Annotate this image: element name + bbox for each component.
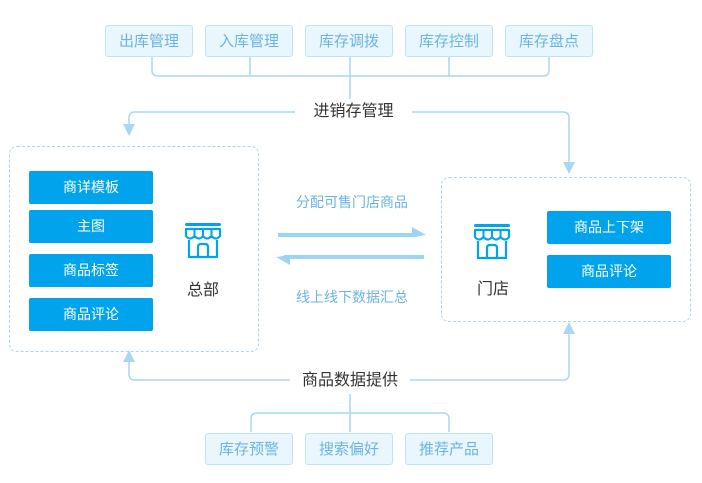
module-search-preference: 搜索偏好 [305,433,393,465]
headquarters-label: 总部 [186,282,219,299]
module-recommended-products: 推荐产品 [405,433,493,465]
top-bracket [151,57,550,100]
headquarters-panel [9,146,259,352]
store-label: 门店 [476,281,509,298]
exchange-arrows [276,227,426,265]
module-stock-alert: 库存预警 [205,433,293,465]
bottom-collection-line [123,322,575,381]
store-panel [441,177,691,322]
module-control: 库存控制 [405,25,493,57]
module-inbound: 入库管理 [205,25,293,57]
flow-to-headquarters-text: 线上线下数据汇总 [296,289,408,305]
module-stocktake: 库存盘点 [505,25,593,57]
top-distribution-line [123,111,575,174]
store-item-product-reviews: 商品评论 [547,255,671,288]
hq-item-detail-template: 商详模板 [29,171,153,204]
center-top-label: 进销存管理 [295,99,412,125]
store-icon [473,224,511,260]
bottom-bracket [250,394,450,432]
center-bottom-label: 商品数据提供 [290,368,410,394]
module-transfer: 库存调拨 [305,25,393,57]
hq-item-main-image: 主图 [29,210,153,243]
flow-to-store-text: 分配可售门店商品 [296,194,408,210]
store-item-listing: 商品上下架 [547,211,671,244]
module-outbound: 出库管理 [105,25,193,57]
store-icon [184,223,222,259]
hq-item-product-reviews: 商品评论 [29,298,153,331]
hq-item-product-tags: 商品标签 [29,254,153,287]
